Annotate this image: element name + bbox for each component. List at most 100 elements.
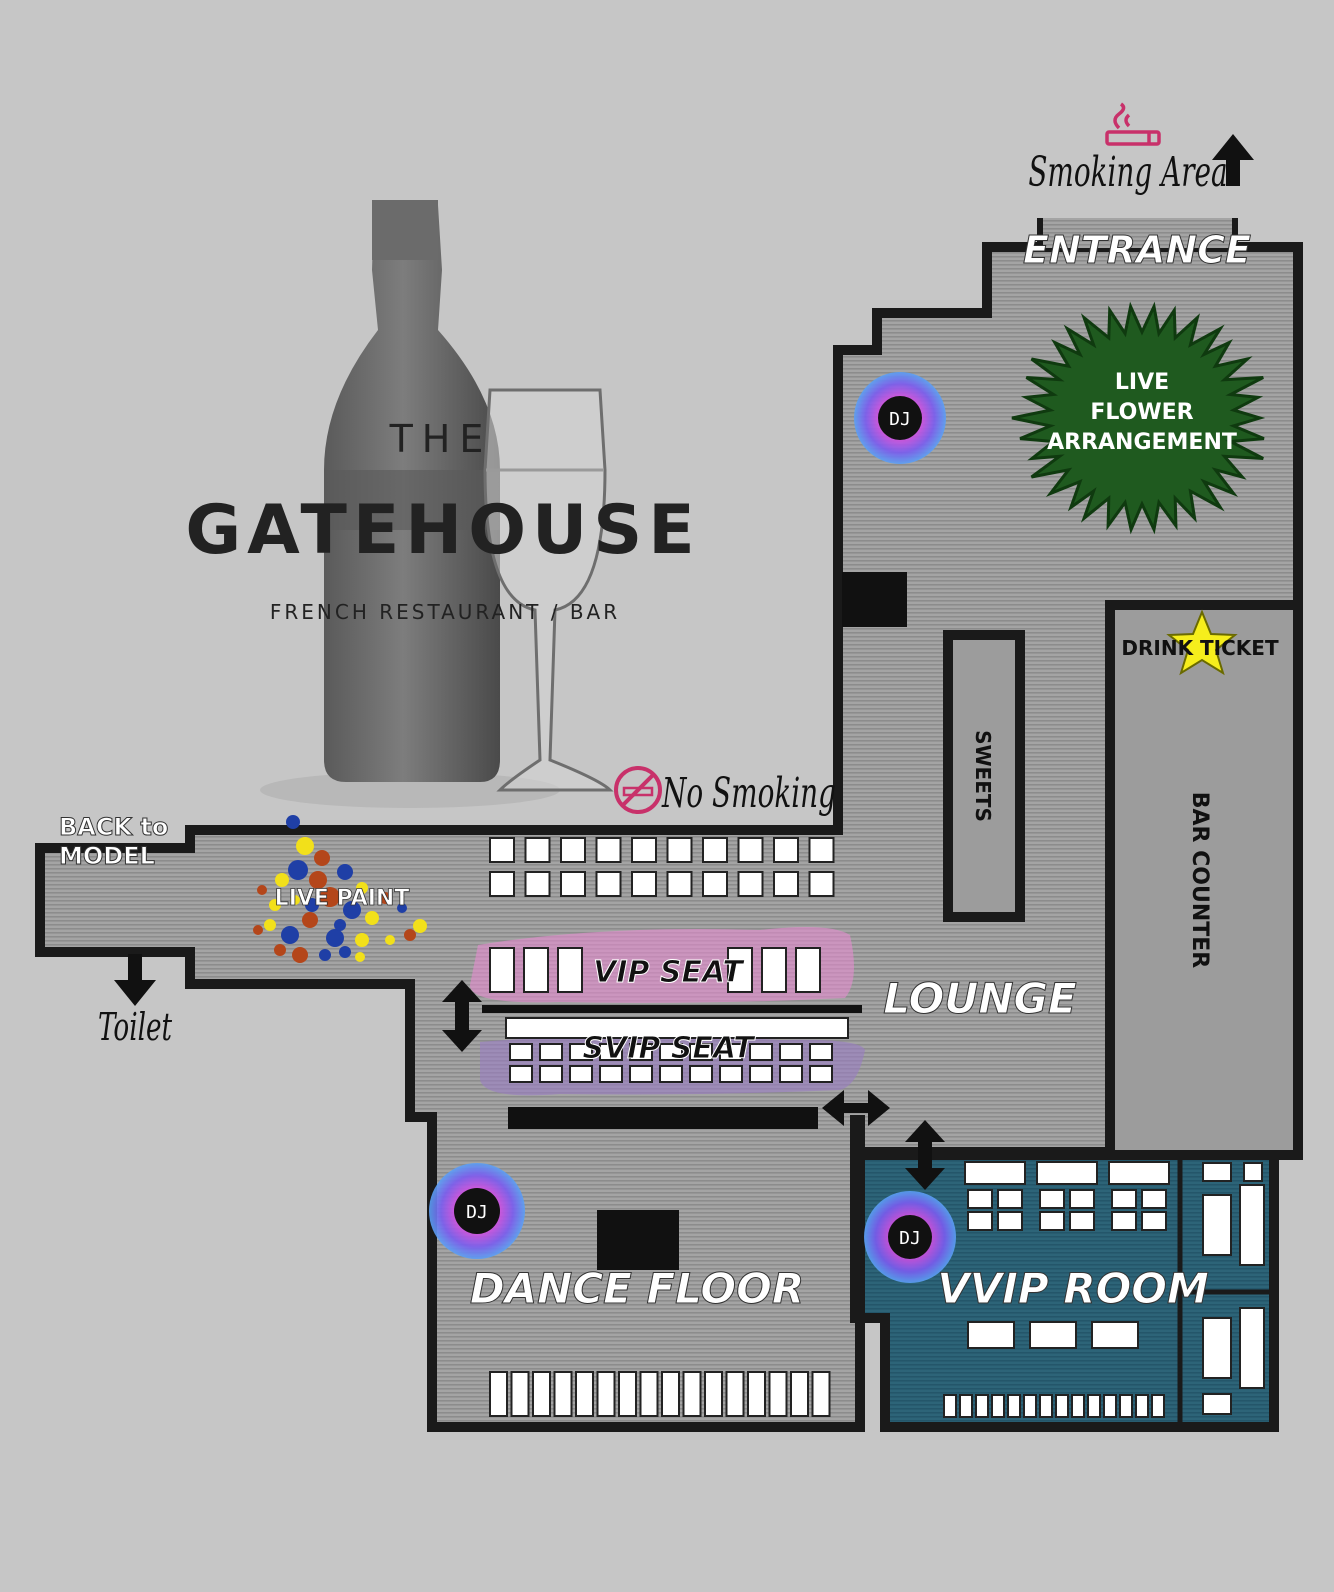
seat: [747, 1371, 766, 1417]
brand-name: GATEHOUSE: [185, 491, 700, 570]
dj-icon[interactable]: DJ: [864, 1191, 956, 1283]
seat: [719, 1043, 743, 1061]
seat: [618, 1371, 637, 1417]
paint-drop: [379, 892, 391, 904]
seat: [768, 1371, 788, 1417]
paint-drop: [385, 935, 395, 945]
dj-icon[interactable]: DJ: [429, 1163, 525, 1259]
double-arrow-icon: [905, 1120, 945, 1190]
seat: [523, 947, 549, 993]
seat: [795, 947, 821, 993]
seat: [659, 1043, 683, 1061]
smoking-area-sign: Smoking Area: [1028, 150, 1227, 197]
seat: [967, 1211, 993, 1231]
seat: [539, 1043, 563, 1061]
seat: [964, 1161, 1026, 1185]
seat: [595, 837, 622, 863]
lounge-label: LOUNGE: [883, 974, 1077, 1023]
seat: [991, 1394, 1005, 1418]
paint-drop: [343, 901, 361, 919]
seat: [761, 947, 787, 993]
paint-drop: [339, 946, 351, 958]
seat: [596, 1371, 616, 1417]
seat: [737, 871, 764, 897]
paint-drop: [397, 903, 407, 913]
paint-drop: [286, 815, 300, 829]
seat: [997, 1189, 1023, 1209]
seat: [997, 1211, 1023, 1231]
seat: [569, 1065, 593, 1083]
brand-the: THE: [389, 417, 493, 461]
entrance-label: ENTRANCE: [1023, 228, 1251, 272]
seat: [510, 1371, 530, 1417]
seat: [1243, 1162, 1263, 1182]
seat: [1151, 1394, 1165, 1418]
cigarette-icon: [1105, 102, 1161, 146]
paint-drop: [356, 882, 368, 894]
paint-drop: [355, 933, 369, 947]
dj-icon[interactable]: DJ: [854, 372, 946, 464]
seat: [1069, 1189, 1095, 1209]
paint-drop: [269, 899, 281, 911]
seat: [779, 1065, 803, 1083]
seat: [639, 1371, 659, 1417]
sweets-label: SWEETS: [971, 730, 995, 822]
seat: [737, 837, 764, 863]
seat: [489, 1371, 508, 1417]
seat: [811, 1371, 831, 1417]
seat: [808, 871, 835, 897]
paint-drop: [305, 898, 319, 912]
seat: [809, 1043, 833, 1061]
arrow-down-icon: [114, 954, 156, 1006]
brand-subtitle: FRENCH RESTAURANT / BAR: [270, 600, 620, 624]
seat: [1111, 1189, 1137, 1209]
back-to-model-line1[interactable]: BACK to: [59, 813, 169, 842]
seat: [1239, 1184, 1265, 1266]
seat: [1141, 1211, 1167, 1231]
star-icon: [1166, 609, 1238, 676]
paint-drop: [288, 860, 308, 880]
live-paint-label: LIVE PAINT: [275, 886, 410, 911]
seat: [1239, 1307, 1265, 1389]
seat: [666, 837, 693, 863]
paint-drop: [355, 952, 365, 962]
paint-drop: [264, 919, 276, 931]
paint-drop: [275, 873, 289, 887]
seat: [524, 837, 551, 863]
seat: [509, 1065, 533, 1083]
seat: [773, 837, 799, 863]
seat: [682, 1371, 702, 1417]
seat: [1039, 1211, 1065, 1231]
seat: [719, 1065, 743, 1083]
paint-drop: [309, 871, 327, 889]
seat: [1029, 1321, 1077, 1349]
seat: [631, 871, 657, 897]
seat: [967, 1189, 993, 1209]
bar-counter-label: BAR COUNTER: [1187, 792, 1212, 969]
paint-drop: [314, 850, 330, 866]
seat: [557, 947, 583, 993]
seat: [727, 947, 753, 993]
seating: [489, 837, 1265, 1418]
seat: [1091, 1321, 1139, 1349]
live-flower-line3: ARRANGEMENT: [1047, 430, 1237, 455]
seat: [509, 1043, 533, 1061]
no-smoking-icon: [614, 766, 662, 814]
vvip-room-label: VVIP ROOM: [937, 1264, 1209, 1313]
paint-drop: [292, 947, 308, 963]
seat: [967, 1321, 1015, 1349]
paint-drop: [281, 926, 299, 944]
paint-drop: [257, 885, 267, 895]
seat: [629, 1065, 653, 1083]
seat: [1036, 1161, 1098, 1185]
back-to-model-line2[interactable]: MODEL: [59, 842, 156, 871]
seat: [505, 1017, 849, 1039]
paint-drop: [413, 919, 427, 933]
seat: [1202, 1393, 1232, 1415]
seat: [1141, 1189, 1167, 1209]
seat: [532, 1371, 551, 1417]
dj-badge-3: DJ: [899, 1228, 921, 1249]
paint-drop: [334, 919, 346, 931]
seat: [1055, 1394, 1069, 1418]
